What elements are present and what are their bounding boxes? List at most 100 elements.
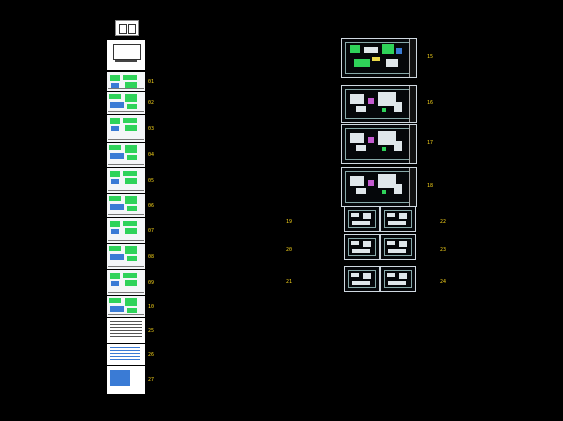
plan-block [378,131,396,145]
thumbnail-frame [384,238,412,256]
sheet-content-block [110,204,124,210]
sheet-content-block [125,82,137,88]
sheet-text-line [110,330,142,331]
left-sheet[interactable] [107,194,145,217]
floor-plan-number: 17 [427,140,434,146]
sheet-text-line [110,321,142,322]
sheet-content-block [110,102,124,108]
ceiling-plan-thumbnail[interactable] [380,234,416,260]
sheet-content-block [125,94,137,102]
left-sheet[interactable] [107,72,145,91]
sheet-content-block [123,221,137,226]
plan-block [388,221,406,225]
left-sheet-number: 08 [148,253,155,260]
sheet-content-block [125,298,137,306]
plan-block [363,273,371,279]
left-sheet[interactable] [107,115,145,142]
sheet-content-block [127,206,137,211]
plan-block [387,213,395,217]
left-sheet[interactable] [107,244,145,269]
ceiling-plan-thumbnail[interactable] [380,206,416,232]
plan-block [351,241,359,245]
floor-plan-thumbnail[interactable] [341,167,417,207]
sheet-border-line [108,266,144,267]
sheet-border-line [108,240,144,241]
title-block [409,39,416,77]
plan-block [382,44,394,54]
plan-block [363,241,371,247]
left-sheet-number: 26 [148,351,155,358]
plan-block [354,59,370,67]
ceiling-plan-thumbnail[interactable] [344,206,380,232]
plan-block [386,59,398,67]
sheet-content-block [127,256,137,261]
plan-block [364,47,378,53]
ceiling-plan-number-right: 23 [440,247,447,253]
left-sheet[interactable] [107,366,145,394]
sheet-content-block [111,281,119,286]
ceiling-plan-number-left: 21 [286,279,293,285]
left-sheet[interactable] [107,218,145,243]
plan-block [350,94,364,104]
left-sheet-number: 10 [148,303,155,310]
sheet-content-block [109,145,121,150]
thumbnail-frame [384,270,412,288]
cover-sheet[interactable] [107,40,145,70]
left-sheet[interactable] [107,143,145,167]
sheet-content-block [110,273,120,279]
sheet-content-block [109,94,121,99]
sheet-border-line [108,314,144,315]
sheet-border-line [108,111,144,112]
left-sheet-number: 27 [148,377,155,383]
ceiling-plan-thumbnail[interactable] [344,234,380,260]
title-block [409,168,416,206]
plan-block [351,273,359,277]
left-sheet-number: 02 [148,100,155,106]
plan-block [387,241,395,245]
sheet-content-block [123,75,137,80]
thumbnail-frame [348,238,376,256]
left-sheet-number: 06 [148,202,155,209]
floor-plan-number: 15 [427,54,434,60]
plan-block [388,249,406,253]
left-sheet-number: 01 [148,78,155,85]
sheet-content-block [123,171,137,176]
plan-block [352,221,370,225]
drawing-set-icon[interactable] [115,20,139,36]
plan-block [363,213,371,219]
sheet-table-row [110,347,140,348]
sheet-border-line [108,88,144,89]
left-sheet-number: 03 [148,125,155,132]
left-sheet[interactable] [107,296,145,317]
floor-plan-thumbnail[interactable] [341,124,417,164]
sheet-content-block [110,254,124,260]
left-sheet[interactable] [107,344,145,365]
title-block [409,86,416,122]
thumbnail-frame [384,210,412,228]
left-sheet[interactable] [107,92,145,114]
plan-block [396,48,402,54]
plan-block [356,106,366,112]
sheet-content-block [123,118,137,123]
sheet-border-line [108,292,144,293]
plan-block [368,137,374,143]
ceiling-plan-thumbnail[interactable] [380,266,416,292]
ceiling-plan-thumbnail[interactable] [344,266,380,292]
plan-block [382,190,386,194]
plan-block [399,241,407,247]
left-sheet[interactable] [107,270,145,295]
plan-block [382,108,386,112]
plan-block [351,213,359,217]
sheet-content-block [123,273,137,278]
sheet-text-line [110,336,142,337]
plan-block [350,45,360,53]
floor-plan-thumbnail[interactable] [341,38,417,78]
left-sheet[interactable] [107,318,145,343]
ceiling-plan-number-left: 19 [286,219,293,225]
sheet-content-block [125,145,137,153]
sheet-content-block [125,178,137,184]
left-sheet-number: 09 [148,279,155,286]
left-sheet[interactable] [107,168,145,193]
floor-plan-thumbnail[interactable] [341,85,417,123]
sheet-content-block [110,306,124,312]
